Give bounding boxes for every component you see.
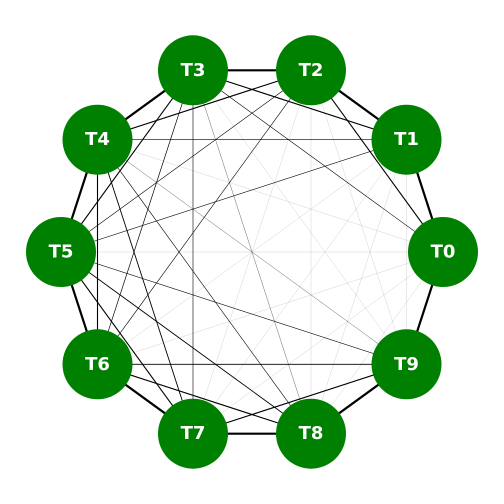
edge-t5-t9 xyxy=(60,251,407,365)
node-label: T1 xyxy=(394,129,419,150)
node-label: T2 xyxy=(299,60,324,81)
node-label: T5 xyxy=(49,242,74,263)
node-t3: T3 xyxy=(158,35,228,106)
node-t9: T9 xyxy=(371,329,442,400)
edge-t0-t3 xyxy=(192,70,444,253)
node-t8: T8 xyxy=(276,398,346,469)
edge-t9-t3 xyxy=(192,70,407,365)
node-label: T3 xyxy=(181,60,206,81)
edge-t6-t8 xyxy=(97,363,312,435)
edge-t4-t7 xyxy=(97,139,194,434)
node-t7: T7 xyxy=(158,398,228,469)
node-circle xyxy=(62,104,133,175)
node-label: T6 xyxy=(85,354,110,375)
node-label: T8 xyxy=(299,423,324,444)
edge-t8-t1 xyxy=(310,139,407,434)
node-circle xyxy=(158,35,228,106)
node-label: T7 xyxy=(181,423,206,444)
node-circle xyxy=(408,217,478,287)
edge-t5-t7 xyxy=(60,251,194,435)
edge-t1-t3 xyxy=(192,69,407,141)
edge-t5-t8 xyxy=(60,251,312,435)
node-circle xyxy=(276,398,346,469)
node-label: T9 xyxy=(394,354,419,375)
node-t6: T6 xyxy=(62,329,133,400)
node-t4: T4 xyxy=(62,104,133,175)
edge-t0-t2 xyxy=(310,69,444,253)
edge-t7-t0 xyxy=(192,251,444,434)
node-label: T0 xyxy=(431,242,456,263)
node-label: T4 xyxy=(85,129,110,150)
node-circle xyxy=(276,35,346,106)
edge-t0-t4 xyxy=(97,139,444,253)
node-circle xyxy=(62,329,133,400)
node-circle xyxy=(371,104,442,175)
edge-t9-t2 xyxy=(310,70,407,365)
node-t2: T2 xyxy=(276,35,346,106)
edge-t4-t8 xyxy=(97,139,312,434)
node-t5: T5 xyxy=(26,217,96,287)
node-t1: T1 xyxy=(371,104,442,175)
edge-t3-t6 xyxy=(97,70,194,365)
node-t0: T0 xyxy=(408,217,478,287)
edge-t4-t9 xyxy=(97,139,407,365)
node-circle xyxy=(158,398,228,469)
edge-t2-t5 xyxy=(60,70,312,253)
node-circle xyxy=(26,217,96,287)
node-circle xyxy=(371,329,442,400)
